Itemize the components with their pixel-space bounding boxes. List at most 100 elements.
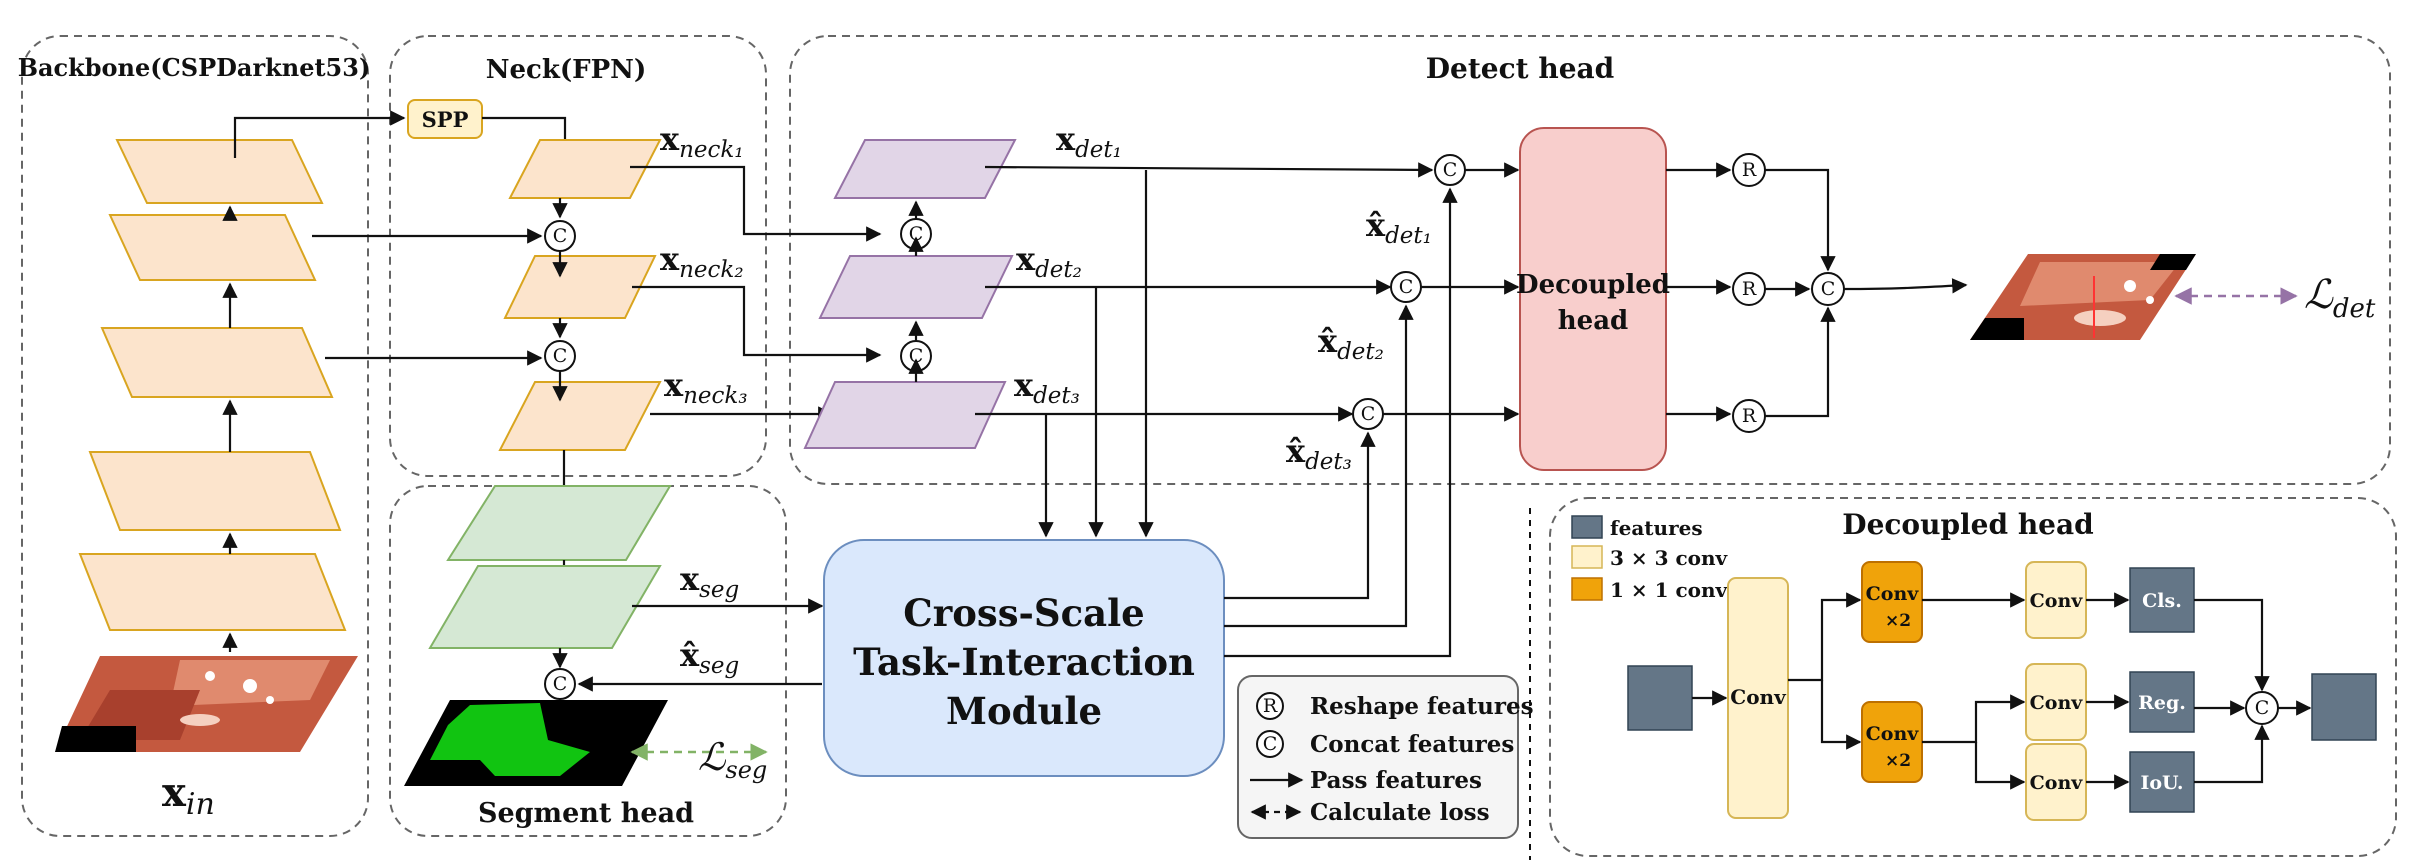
reshape3-to-concat (1765, 306, 1836, 418)
svg-text:C: C (1263, 733, 1278, 755)
dh-iou-to-concat (2194, 724, 2270, 784)
concat-to-output (1843, 278, 1968, 294)
backbone-feature-2 (88, 451, 342, 531)
dh-cls-label: Cls. (2142, 590, 2182, 612)
legend-features-swatch (1571, 515, 1603, 539)
x-in-label: xin (162, 769, 215, 822)
legend-reshape-icon (1256, 692, 1284, 720)
module-label-1: Cross-Scale (903, 591, 1144, 635)
dh-cls-x2: ×2 (1885, 611, 1911, 631)
reshape1-to-concat (1765, 168, 1836, 272)
legend-1x1-swatch (1571, 577, 1603, 601)
backbone-feature-5 (115, 139, 324, 204)
xhat-det1-label: x̂det₁ (1366, 206, 1432, 249)
legend-box (1237, 675, 1519, 839)
svg-text:Conv: Conv (1866, 723, 1920, 745)
legend-pass: Pass features (1310, 767, 1482, 794)
dh-arrow-iou-conv (1974, 742, 2026, 790)
xhat-det2-label: x̂det₂ (1318, 322, 1384, 365)
x-det3-label: xdet₃ (1014, 366, 1080, 409)
det1-to-concat (984, 162, 1434, 178)
backbone-feature-4 (108, 214, 317, 281)
seg-feature-2 (428, 565, 662, 649)
dh-cls-output (2129, 567, 2195, 633)
neck-feature-1 (508, 139, 662, 199)
x-neck2-label: xneck₂ (660, 240, 744, 283)
backbone-title: Backbone(CSPDarknet53) (18, 53, 371, 82)
to-spp-arrow (233, 110, 406, 158)
svg-text:C: C (1821, 278, 1836, 300)
svg-text:Conv: Conv (1866, 583, 1920, 605)
dh-stem-conv (1727, 577, 1789, 819)
module-to-xhat-det1 (1224, 187, 1458, 658)
det-loss-label: ℒdet (2304, 272, 2376, 324)
dh-iou-label: IoU. (2140, 772, 2183, 794)
svg-text:C: C (553, 673, 568, 695)
svg-text:R: R (1742, 405, 1757, 427)
neck2-to-det-concat (632, 285, 882, 363)
neck-feature-2 (503, 255, 657, 319)
neck1-to-det-concat (630, 165, 882, 242)
dh-arrow-reg-branch (1820, 680, 1862, 750)
legend-1x1: 1 × 1 conv (1610, 578, 1729, 602)
detect-section (789, 35, 2391, 485)
svg-text:R: R (1263, 695, 1278, 717)
dh-iou-output (2129, 751, 2195, 813)
backbone-feature-3 (100, 327, 334, 398)
detect-title: Detect head (1426, 52, 1614, 85)
det-feature-1 (833, 139, 1017, 199)
seg-loss-label: ℒseg (698, 735, 767, 784)
decoupled-head-label-2: head (1558, 306, 1628, 336)
svg-text:C: C (2255, 697, 2270, 719)
det-feature-3 (803, 381, 1007, 449)
svg-text:Conv: Conv (2030, 590, 2084, 612)
dh-input-feature (1627, 665, 1693, 731)
legend-loss: Calculate loss (1310, 799, 1490, 826)
backbone-feature-1 (78, 553, 347, 631)
svg-text:Conv: Conv (2030, 772, 2084, 794)
svg-text:Conv: Conv (2030, 692, 2084, 714)
dh-stem-conv-label: Conv (1730, 685, 1787, 709)
legend-concat-icon (1256, 730, 1284, 758)
decoupled-head-label-1: Decoupled (1516, 270, 1670, 300)
spp-label: SPP (422, 107, 469, 132)
legend-reshape: Reshape features (1310, 693, 1534, 720)
module-to-xhat-det2 (1224, 304, 1414, 628)
dh-arrow-reg-conv (1922, 694, 2026, 744)
x-neck1-label: xneck₁ (660, 120, 744, 163)
backbone-section (21, 35, 369, 837)
legend-features: features (1610, 516, 1703, 540)
legend-3x3-swatch (1571, 545, 1603, 569)
x-det1-label: xdet₁ (1056, 120, 1122, 163)
dh-reg-label: Reg. (2138, 692, 2186, 714)
decoupled-head-block (1519, 127, 1667, 471)
dh-reg-x2: ×2 (1885, 751, 1911, 771)
svg-text:C: C (1443, 159, 1458, 181)
legend-3x3: 3 × 3 conv (1610, 546, 1729, 570)
decoupled-panel-title: Decoupled head (1842, 508, 2093, 541)
x-seg-label: xseg (680, 560, 739, 603)
svg-text:R: R (1742, 159, 1757, 181)
dh-final-output (2311, 673, 2377, 741)
svg-text:R: R (1742, 278, 1757, 300)
xhat-seg-label: x̂seg (680, 636, 739, 679)
module-label-3: Module (946, 689, 1102, 733)
svg-text:C: C (1399, 276, 1414, 298)
x-neck3-label: xneck₃ (664, 366, 748, 409)
dh-cls-to-concat (2194, 598, 2270, 692)
seg-feature-1 (446, 485, 672, 561)
detection-output-image (1970, 254, 2196, 340)
svg-text:C: C (553, 345, 568, 367)
dh-reg-output (2129, 671, 2195, 733)
segment-title: Segment head (478, 798, 694, 829)
dh-arrow-cls-branch (1788, 592, 1862, 682)
svg-text:C: C (553, 225, 568, 247)
neck-title: Neck(FPN) (486, 55, 647, 85)
legend-concat: Concat features (1310, 731, 1514, 758)
segmentation-mask (404, 700, 668, 786)
dh-cls-conv-1x1 (1861, 561, 1923, 643)
cross-scale-module (823, 539, 1225, 777)
decoupled-panel (1549, 497, 2397, 857)
xhat-det3-label: x̂det₃ (1286, 432, 1352, 475)
